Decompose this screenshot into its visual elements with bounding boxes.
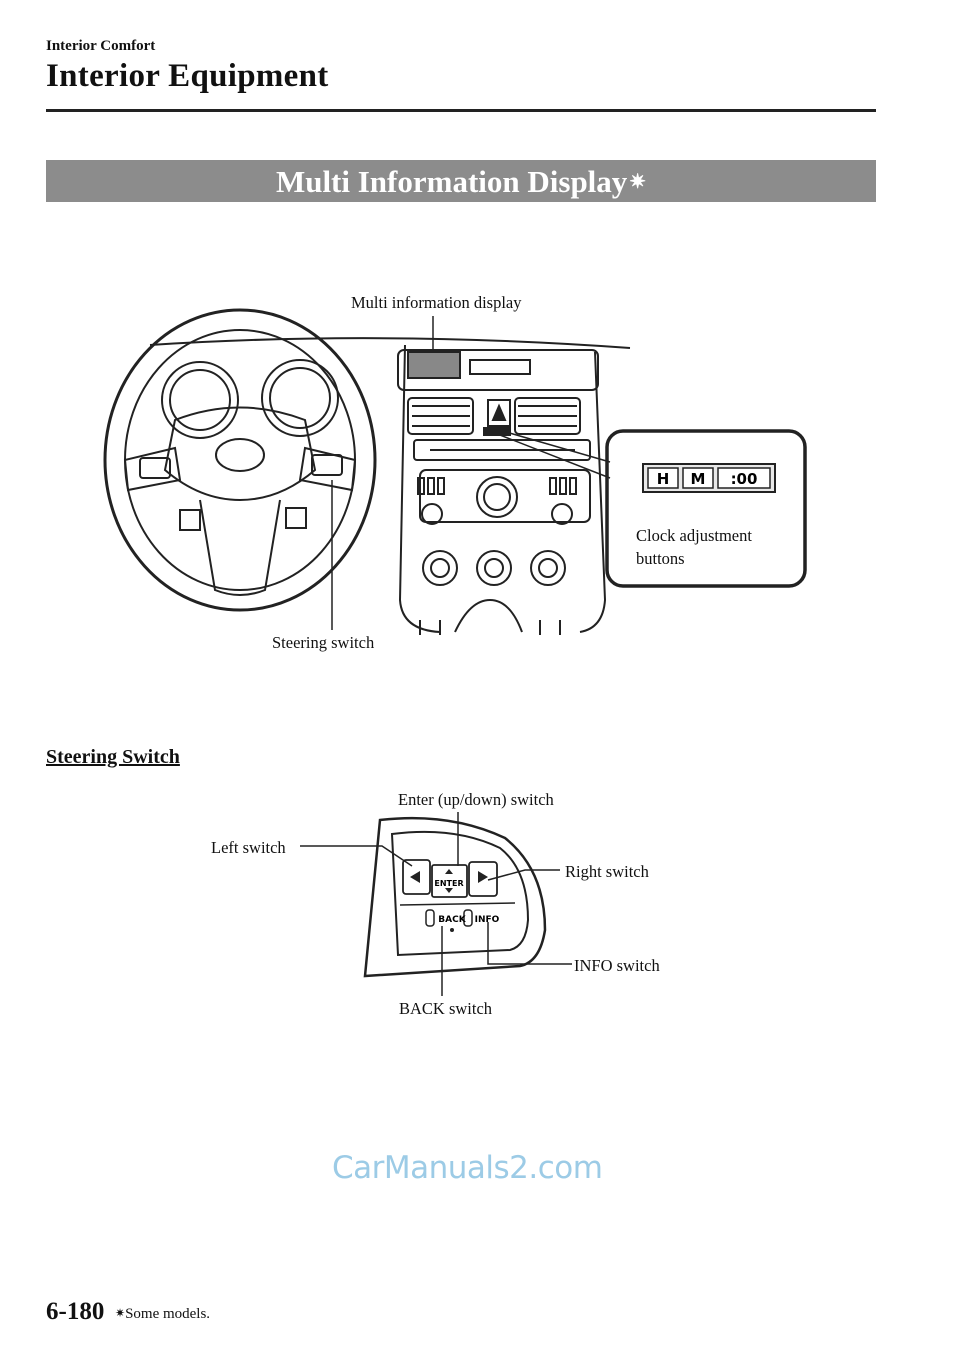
section-label: Interior Comfort: [46, 38, 156, 54]
left-switch-button: [402, 859, 431, 895]
footnote: ✷Some models.: [115, 1306, 210, 1323]
clock-hour-button[interactable]: [647, 467, 679, 489]
steering-switch-pad: [298, 446, 357, 492]
steering-switch-heading: Steering Switch: [46, 746, 180, 768]
multi-info-display-screen: [407, 351, 461, 379]
chapter-title: Interior Equipment: [46, 58, 329, 94]
footnote-mark: ✷: [115, 1306, 126, 1320]
steering-switch-closeup: [363, 816, 547, 978]
leader-info: [487, 922, 572, 965]
enter-button-text: ENTER: [434, 879, 463, 888]
steering-wheel: [103, 308, 377, 612]
audio-knob: [476, 476, 518, 518]
console-top-panel: [397, 349, 599, 391]
label-left-switch: Left switch: [211, 838, 286, 857]
left-air-vent: [407, 397, 474, 435]
label-clock-adjustment: Clock adjustment buttons: [636, 524, 752, 570]
airbag-emblem: [215, 438, 265, 472]
section-banner: Multi Information Display✷: [46, 160, 876, 202]
right-air-vent: [514, 397, 581, 435]
climate-knob-left: [422, 550, 458, 586]
speedometer: [161, 361, 239, 439]
label-steering-switch: Steering switch: [272, 633, 375, 652]
dashboard-top-line: [149, 337, 631, 349]
leader-left: [300, 845, 413, 867]
right-switch-button: [468, 861, 498, 897]
clock-callout-box: [605, 429, 807, 588]
label-clock-line1: Clock adjustment: [636, 526, 752, 545]
hazard-button: [487, 399, 511, 427]
tachometer: [261, 359, 339, 437]
clock-hour-label: H: [657, 470, 670, 488]
page-number: 6-180: [46, 1298, 105, 1325]
clock-zero-button[interactable]: [717, 467, 771, 489]
climate-knob-right: [530, 550, 566, 586]
back-button-text: BACK: [438, 915, 466, 925]
switch-housing: [363, 816, 547, 978]
clock-minute-label: M: [691, 470, 706, 488]
enter-switch-button: [431, 864, 468, 898]
climate-knob-center: [476, 550, 512, 586]
info-button-text: INFO: [475, 915, 500, 925]
label-multi-info-display: Multi information display: [351, 293, 522, 312]
steering-hub: [163, 406, 317, 502]
label-back-switch: BACK switch: [399, 999, 493, 1018]
label-clock-line2: buttons: [636, 549, 685, 568]
footnote-text: Some models.: [125, 1306, 211, 1322]
banner-title: Multi Information Display: [275, 164, 628, 199]
label-info-switch: INFO switch: [574, 956, 660, 975]
label-right-switch: Right switch: [565, 862, 649, 881]
label-enter-switch: Enter (up/down) switch: [398, 790, 554, 809]
title-divider: [46, 109, 876, 112]
clock-buttons-panel: H M :00: [642, 463, 776, 493]
leader-right: [487, 869, 560, 881]
some-models-mark: ✷: [629, 171, 647, 193]
watermark: CarManuals2.com: [332, 1150, 603, 1186]
clock-minute-button[interactable]: [682, 467, 714, 489]
clock-zero-label: :00: [731, 470, 758, 488]
